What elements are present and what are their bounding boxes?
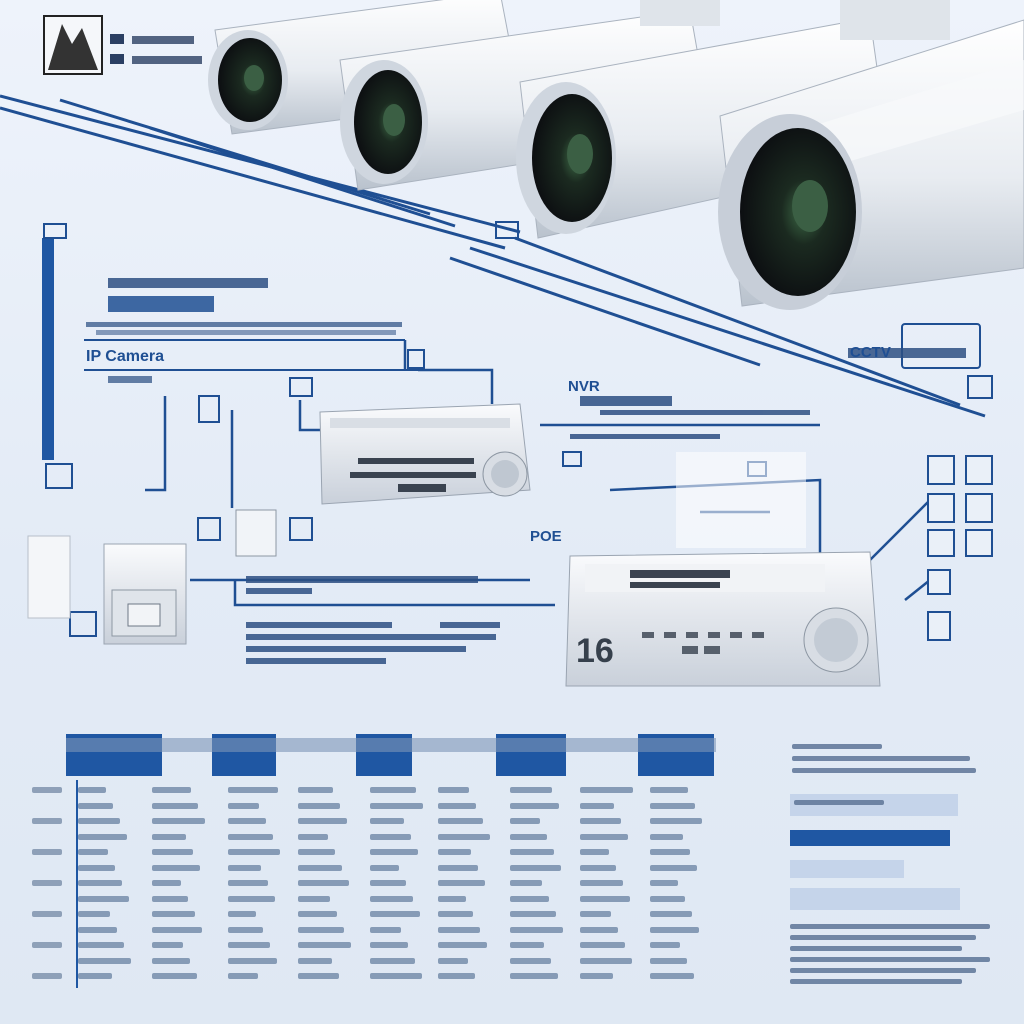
- panel-text-line: [792, 768, 976, 773]
- table-row: [32, 831, 714, 843]
- panel-text-line: [794, 800, 884, 805]
- panel-text-line: [790, 979, 962, 984]
- ip-camera-heading: [84, 278, 418, 383]
- nvr-channel-count: 16: [576, 632, 614, 670]
- spec-table: [32, 734, 722, 992]
- table-header-band: [66, 738, 716, 752]
- table-row: [32, 800, 714, 812]
- table-row: [32, 862, 714, 874]
- table-row: [32, 815, 714, 827]
- switch-icon: [27, 509, 277, 645]
- panel-text-line: [790, 924, 990, 929]
- table-row: [32, 939, 714, 951]
- left-bus-bar: [42, 223, 73, 489]
- monitor-icon-grid: [927, 455, 993, 641]
- panel-bar: [790, 794, 958, 816]
- panel-text-line: [790, 957, 990, 962]
- panel-text-line: [792, 756, 970, 761]
- table-row: [32, 955, 714, 967]
- table-row: [32, 893, 714, 905]
- panel-text-line: [792, 744, 882, 749]
- panel-text-line: [790, 946, 962, 951]
- ip-camera-label: IP Camera: [86, 348, 164, 365]
- panel-text-line: [790, 935, 976, 940]
- info-panel: [782, 738, 1000, 998]
- panel-text-line: [790, 968, 976, 973]
- cctv-label: CCTV: [850, 344, 891, 361]
- table-row: [32, 924, 714, 936]
- panel-bar: [790, 830, 950, 846]
- table-row: [32, 908, 714, 920]
- recorder-large: [565, 452, 881, 687]
- table-row: [32, 970, 714, 982]
- camera-cable-lines: [0, 94, 986, 418]
- table-row: [32, 877, 714, 889]
- panel-bar: [790, 888, 960, 910]
- brand-logo: [43, 15, 202, 75]
- camera-3: [516, 0, 950, 239]
- recorder-icon: [319, 403, 531, 505]
- camera-4: [718, 19, 1024, 310]
- poe-label: POE: [530, 528, 562, 545]
- table-row: [32, 846, 714, 858]
- panel-bar: [790, 860, 904, 878]
- table-row: [32, 784, 714, 796]
- mid-text-lines: [246, 348, 966, 664]
- nvr-label: NVR: [568, 378, 600, 395]
